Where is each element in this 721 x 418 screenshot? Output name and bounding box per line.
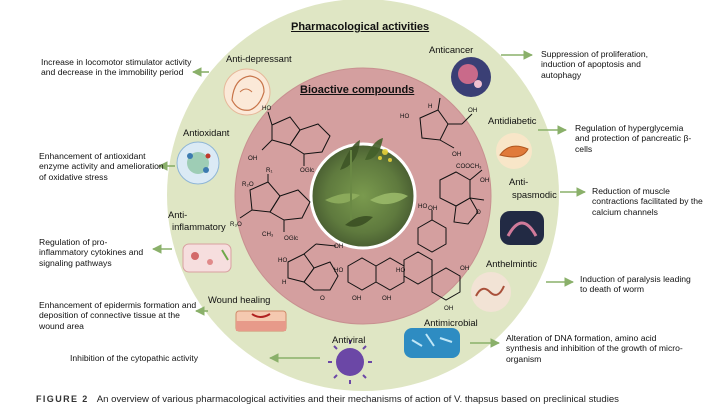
- chem-label-oh-6: OH: [428, 205, 437, 212]
- figure-label: FIGURE 2: [36, 394, 89, 404]
- caption-text: An overview of various pharmacological a…: [96, 394, 619, 405]
- plant-photo: [309, 142, 417, 250]
- chem-structure-cyclopentane: [419, 97, 473, 149]
- chem-label-oglc-2: OGlc: [284, 235, 298, 242]
- chem-label-oh-7: OH: [352, 295, 361, 302]
- chem-label-oglc-1: OGlc: [300, 167, 314, 174]
- activity-antimicrobial: Antimicrobial: [424, 317, 478, 328]
- muscle-icon: [500, 211, 544, 245]
- figure-caption: FIGURE 2 An overview of various pharmacol…: [36, 394, 716, 405]
- chem-structure-iridoid-2: [239, 174, 311, 232]
- chem-label-o-2: O: [476, 209, 481, 216]
- desc-anti-inflammatory: Regulation of pro-inflammatory cytokines…: [39, 237, 144, 268]
- arrows-left: [152, 67, 320, 363]
- chem-label-ho-3: HO: [400, 113, 409, 120]
- desc-anti-depressant: Increase in locomotor stimulator activit…: [41, 57, 192, 78]
- desc-anticancer: Suppression of proliferation, induction …: [541, 49, 649, 80]
- activity-antidiabetic: Antidiabetic: [488, 115, 537, 126]
- chem-label-ho-5: HO: [334, 267, 343, 274]
- chem-label-r1: R₁: [266, 167, 273, 174]
- chem-label-ho-1: HO: [262, 105, 271, 112]
- chem-label-oh-10: OH: [444, 305, 453, 312]
- desc-antidiabetic: Regulation of hyperglycemia and protecti…: [575, 123, 692, 154]
- desc-antioxidant: Enhancement of antioxidant enzyme activi…: [39, 151, 164, 182]
- chem-label-cooch3: COOCH₃: [456, 163, 482, 170]
- cancer-cell-icon: [451, 57, 491, 97]
- activity-anti-inflammatory-2: inflammatory: [172, 221, 226, 232]
- activity-wound-healing: Wound healing: [208, 294, 271, 305]
- chem-label-oh-5: OH: [480, 177, 489, 184]
- bacteria-icon: [404, 328, 460, 358]
- activity-antispasmodic-1: Anti-: [509, 176, 529, 187]
- arrows-right: [470, 50, 586, 348]
- chem-label-h-1: H: [282, 279, 286, 286]
- activity-antioxidant: Antioxidant: [183, 127, 230, 138]
- desc-antimicrobial: Alteration of DNA formation, amino acid …: [506, 333, 683, 364]
- chem-label-r2o: R₂O: [242, 181, 254, 188]
- skin-wound-icon: [235, 310, 287, 332]
- chem-structure-flavonoid: [347, 210, 461, 301]
- chem-label-oh-3: OH: [468, 107, 477, 114]
- chem-label-oh-1: OH: [248, 155, 257, 162]
- chem-label-ho-4: HO: [418, 203, 427, 210]
- chem-label-oh-9: OH: [460, 265, 469, 272]
- plant-leaves: [325, 138, 408, 227]
- desc-antispasmodic: Reduction of muscle contractions facilit…: [592, 186, 703, 217]
- chem-label-ho-2: HO: [278, 257, 287, 264]
- chem-label-h-2: H: [428, 103, 432, 110]
- chem-structure-aucubin: [261, 111, 331, 166]
- chem-label-oh-8: OH: [382, 295, 391, 302]
- head-icon: [223, 68, 271, 116]
- desc-antiviral: Inhibition of the cytopathic activity: [70, 353, 199, 363]
- outer-title: Pharmacological activities: [291, 21, 430, 33]
- chem-label-o-1: O: [320, 295, 325, 302]
- inflamed-tissue-icon: [182, 243, 232, 273]
- pancreas-icon: [496, 133, 532, 169]
- chem-label-oh-2: OH: [334, 243, 343, 250]
- virus-icon: [328, 340, 372, 384]
- inner-title: Bioactive compounds: [300, 84, 415, 96]
- chem-label-ch3: CH₃: [262, 231, 274, 238]
- cell-icon: [176, 141, 220, 185]
- desc-wound-healing: Enhancement of epidermis formation and d…: [39, 300, 197, 331]
- chem-structure-ester: [439, 169, 485, 225]
- worm-icon: [471, 272, 511, 312]
- activity-anticancer: Anticancer: [429, 44, 474, 55]
- chem-structure-lactone: [287, 243, 339, 291]
- chem-label-oh-4: OH: [452, 151, 461, 158]
- chem-label-r3o: R₃O: [230, 221, 242, 228]
- chem-label-ho-6: HO: [396, 267, 405, 274]
- desc-anthelmintic: Induction of paralysis leading to death …: [580, 274, 691, 295]
- activity-antispasmodic-2: spasmodic: [512, 189, 557, 200]
- activity-antiviral: Antiviral: [332, 334, 366, 345]
- activity-anthelmintic: Anthelmintic: [486, 258, 538, 269]
- activity-anti-inflammatory-1: Anti-: [168, 209, 188, 220]
- activity-anti-depressant: Anti-depressant: [226, 53, 292, 64]
